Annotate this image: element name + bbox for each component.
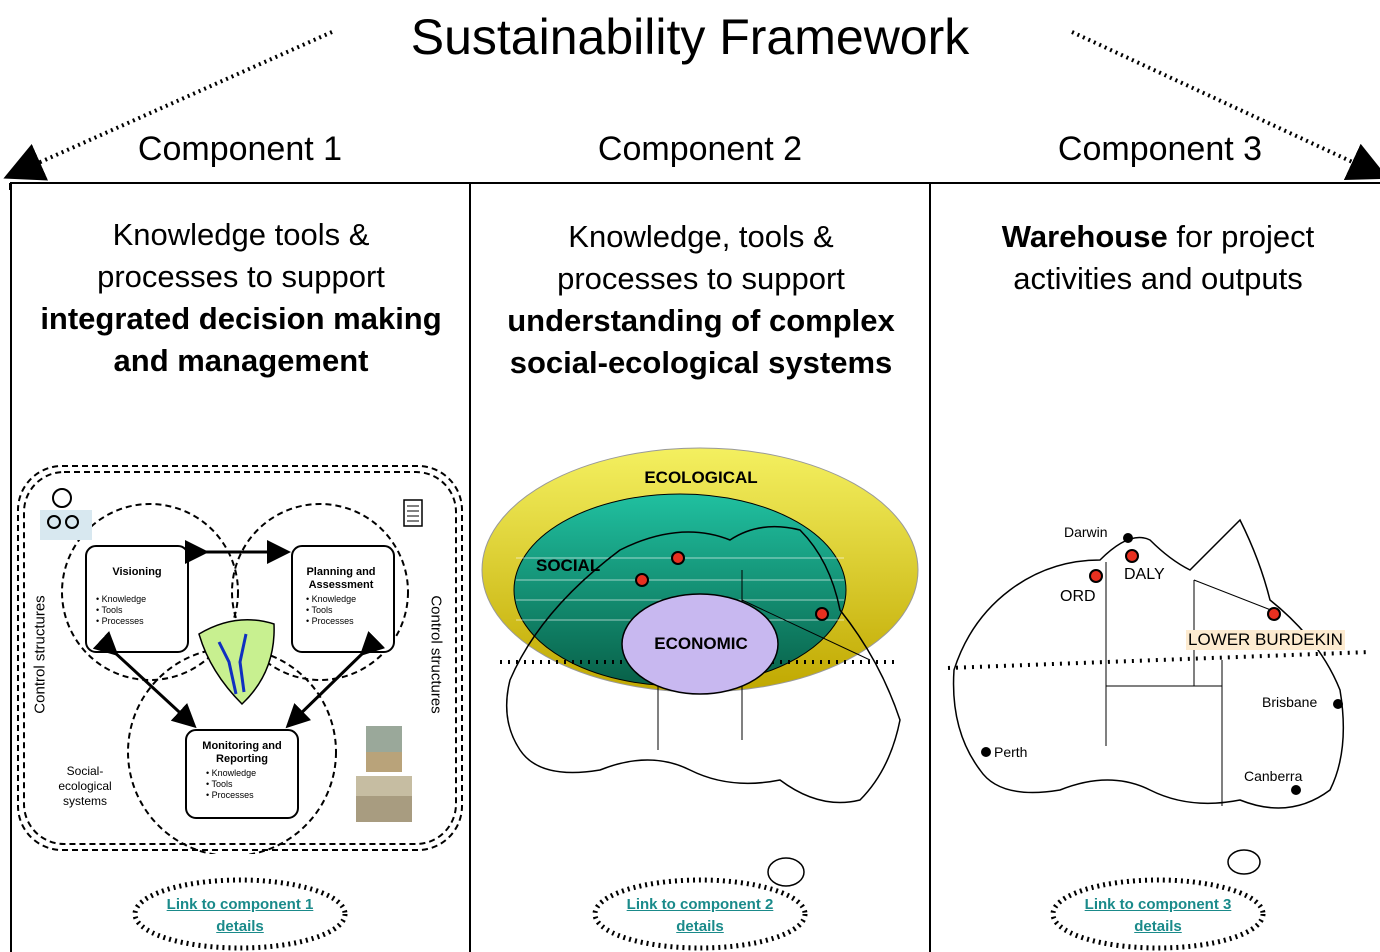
control-structures-left: Control structures: [31, 595, 49, 714]
arrow-right: [1071, 30, 1380, 181]
component-3-header: Component 3: [1057, 130, 1263, 168]
document-icon: [403, 499, 423, 527]
site-marker: [1267, 607, 1281, 621]
australia-outline: [952, 518, 1345, 809]
panel-border: [10, 183, 12, 952]
site-marker: [671, 551, 685, 565]
visioning-items: • Knowledge • Tools • Processes: [96, 594, 147, 626]
component-1-header: Component 1: [137, 130, 343, 168]
planning-items: • Knowledge • Tools • Processes: [306, 594, 357, 626]
monitoring-box: [185, 729, 299, 819]
city-perth: Perth: [994, 744, 1028, 760]
component-3-description: Warehouse for project activities and out…: [936, 216, 1380, 300]
city-marker: [1333, 699, 1343, 709]
link-ovals: [132, 877, 1266, 951]
site-marker: [1125, 549, 1139, 563]
site-lower-burdekin: LOWER BURDEKIN: [1186, 630, 1345, 650]
component-3-link[interactable]: Link to component 3 details: [1084, 896, 1232, 935]
economic-label: ECONOMIC: [654, 634, 748, 653]
site-daly: DALY: [1124, 566, 1165, 583]
people-icon: [40, 488, 92, 540]
planning-title: Planning and Assessment: [306, 566, 376, 591]
city-canberra: Canberra: [1244, 768, 1303, 784]
city-brisbane: Brisbane: [1262, 694, 1318, 710]
city-marker: [981, 747, 991, 757]
panel-border: [929, 183, 931, 952]
decision-making-diagram: [17, 465, 463, 854]
intersection-leaf: [198, 619, 275, 706]
social-label: SOCIAL: [536, 556, 601, 575]
panel-border: [469, 183, 471, 952]
monitoring-items: • Knowledge • Tools • Processes: [206, 768, 257, 800]
page-title: Sustainability Framework: [410, 9, 970, 65]
monitoring-title: Monitoring and Reporting: [202, 740, 282, 765]
city-marker: [1123, 533, 1133, 543]
site-ord: ORD: [1060, 588, 1096, 605]
component-2-desc-plain: Knowledge, tools & processes to support: [557, 219, 845, 296]
component-1-desc-plain: Knowledge tools & processes to support: [97, 217, 385, 294]
site-marker: [1089, 569, 1103, 583]
australia-map-2: [505, 525, 901, 804]
site-marker: [635, 573, 649, 587]
component-2-desc-bold: understanding of complex social-ecologic…: [507, 303, 895, 380]
ecological-label: ECOLOGICAL: [644, 468, 758, 487]
component-2-description: Knowledge, tools & processes to support …: [474, 216, 928, 384]
control-structures-right: Control structures: [427, 595, 445, 714]
australia-map: [947, 518, 1371, 875]
visioning-title: Visioning: [112, 566, 162, 578]
site-marker: [815, 607, 829, 621]
city-darwin: Darwin: [1064, 524, 1108, 540]
component-2-header: Component 2: [597, 130, 803, 168]
component-1-desc-bold: integrated decision making and managemen…: [40, 301, 442, 378]
component-3-desc-bold: Warehouse: [1001, 219, 1168, 254]
economic-ellipse: [621, 593, 779, 695]
component-3-desc-plain: for project activities and outputs: [1013, 219, 1315, 296]
city-marker: [1291, 785, 1301, 795]
component-2-link[interactable]: Link to component 2 details: [626, 896, 774, 935]
component-1-link[interactable]: Link to component 1 details: [166, 896, 314, 935]
social-ecological-diagram: [481, 447, 919, 887]
component-1-description: Knowledge tools & processes to support i…: [18, 214, 464, 382]
social-ecological-label: Social-ecological systems: [58, 764, 112, 808]
